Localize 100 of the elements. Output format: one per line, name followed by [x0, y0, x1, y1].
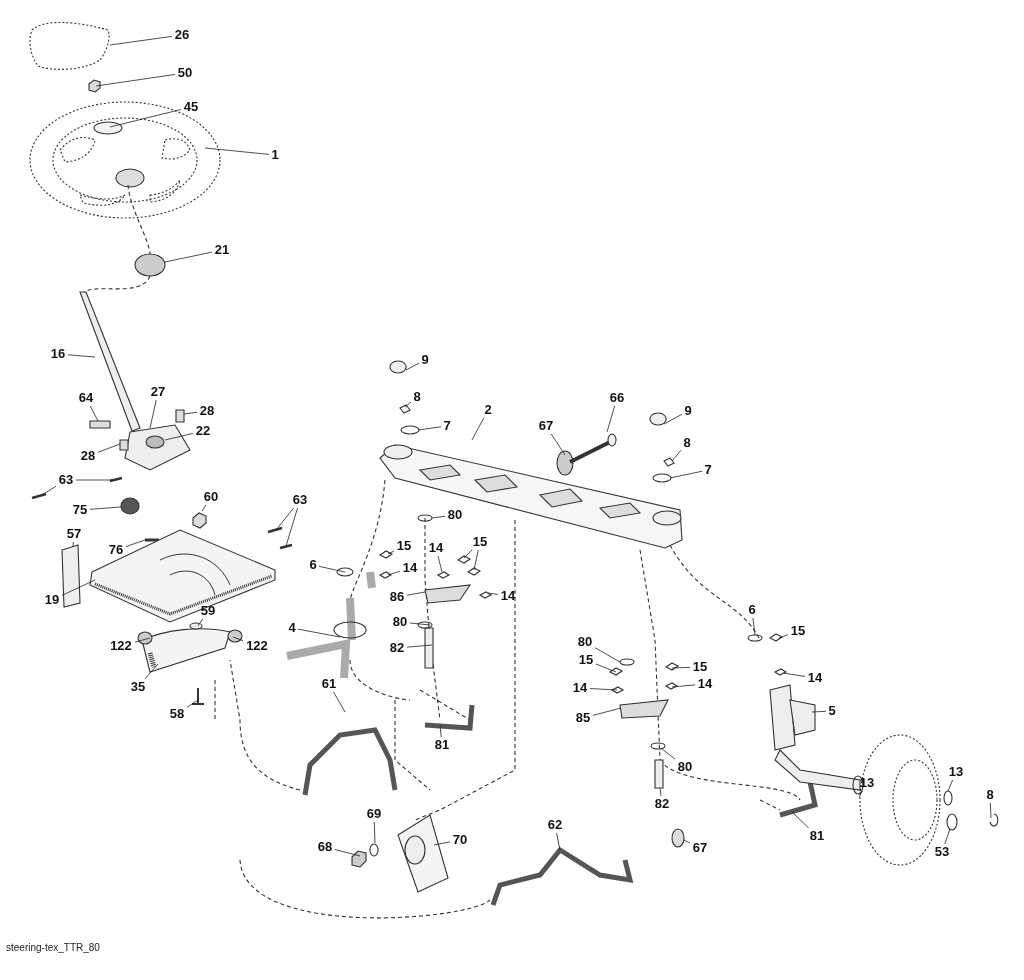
callout-number: 66 — [607, 390, 627, 406]
callout-number: 14 — [400, 560, 420, 576]
callout-number: 5 — [826, 703, 838, 719]
leader-line — [125, 539, 146, 547]
callout-number: 4 — [286, 620, 298, 636]
callout-number: 15 — [576, 652, 596, 668]
leader-line — [204, 147, 270, 155]
callout-number: 14 — [498, 588, 518, 604]
leader-line — [232, 636, 244, 642]
callout-number: 13 — [857, 775, 877, 791]
callout-number: 13 — [946, 764, 966, 780]
callout-number: 86 — [387, 589, 407, 605]
callout-number: 67 — [690, 840, 710, 856]
leader-line — [437, 555, 443, 573]
leader-line — [944, 828, 951, 845]
leader-line — [683, 839, 691, 844]
leader-line — [606, 405, 616, 433]
callout-number: 35 — [128, 679, 148, 695]
callout-number: 64 — [76, 390, 96, 406]
callout-number: 80 — [390, 614, 410, 630]
callout-number: 6 — [746, 602, 758, 618]
leader-line — [663, 413, 683, 425]
leader-line — [589, 688, 618, 691]
callout-number: 28 — [197, 403, 217, 419]
leader-line — [487, 592, 499, 595]
callout-number: 21 — [212, 242, 232, 258]
callout-number: 75 — [70, 502, 90, 518]
leader-line — [109, 36, 173, 46]
leader-line — [858, 790, 863, 798]
callout-number: 50 — [175, 65, 195, 81]
callout-number: 76 — [106, 542, 126, 558]
leader-line — [671, 449, 682, 462]
callout-number: 63 — [290, 492, 310, 508]
callout-number: 15 — [690, 659, 710, 675]
callout-number: 59 — [198, 603, 218, 619]
leader-line — [669, 470, 703, 479]
callout-number: 16 — [48, 346, 68, 362]
leader-line — [297, 628, 341, 638]
callout-number: 67 — [536, 418, 556, 434]
drawing-code: steering-tex_TTR_80 — [6, 942, 100, 953]
leader-line — [404, 401, 412, 408]
leader-line — [333, 691, 346, 713]
leader-line — [463, 549, 473, 559]
leader-line — [41, 485, 57, 496]
leader-line — [660, 747, 676, 760]
callout-number: 26 — [172, 27, 192, 43]
callout-number: 80 — [445, 507, 465, 523]
callout-number: 7 — [441, 418, 453, 434]
callout-number: 53 — [932, 844, 952, 860]
leader-line — [144, 663, 159, 680]
leader-line — [334, 849, 361, 857]
leader-line — [556, 832, 561, 851]
callout-number: 68 — [315, 839, 335, 855]
leader-line — [318, 565, 346, 573]
leader-line — [95, 74, 176, 87]
callout-number: 80 — [575, 634, 595, 650]
leader-line — [778, 634, 789, 639]
leader-line — [671, 666, 691, 669]
leader-line — [67, 354, 96, 358]
callout-number: 82 — [652, 796, 672, 812]
callout-number: 8 — [984, 787, 996, 803]
callout-number: 14 — [570, 680, 590, 696]
leader-line — [387, 570, 401, 576]
callout-number: 85 — [573, 710, 593, 726]
leader-line — [406, 644, 433, 648]
callout-number: 28 — [78, 448, 98, 464]
callout-number: 15 — [394, 538, 414, 554]
leader-line — [550, 433, 566, 456]
callout-number: 14 — [695, 676, 715, 692]
callout-number: 19 — [42, 592, 62, 608]
leader-line — [197, 618, 204, 627]
leader-line — [595, 663, 617, 673]
callout-number: 1 — [269, 147, 281, 163]
callout-number: 81 — [432, 737, 452, 753]
callout-number: 57 — [64, 526, 84, 542]
leader-line — [947, 779, 954, 792]
callout-number: 58 — [167, 706, 187, 722]
callout-number: 122 — [243, 638, 271, 654]
callout-number: 22 — [193, 423, 213, 439]
callout-number: 27 — [148, 384, 168, 400]
leader-line — [671, 684, 696, 688]
leader-line — [473, 549, 479, 571]
callout-number: 70 — [450, 832, 470, 848]
leader-line — [373, 821, 376, 844]
leader-line — [592, 707, 622, 716]
callout-number: 82 — [387, 640, 407, 656]
leader-line — [109, 109, 182, 128]
leader-line — [752, 617, 756, 636]
callout-number: 63 — [56, 472, 76, 488]
callout-number: 14 — [426, 540, 446, 556]
leader-line — [387, 550, 395, 555]
leader-line — [183, 411, 198, 415]
callout-number: 14 — [805, 670, 825, 686]
callout-number: 2 — [482, 402, 494, 418]
callout-number: 8 — [681, 435, 693, 451]
leader-line — [791, 811, 810, 829]
leader-line — [989, 802, 992, 819]
callout-number: 60 — [201, 489, 221, 505]
leader-line — [811, 710, 827, 713]
callout-number: 69 — [364, 806, 384, 822]
